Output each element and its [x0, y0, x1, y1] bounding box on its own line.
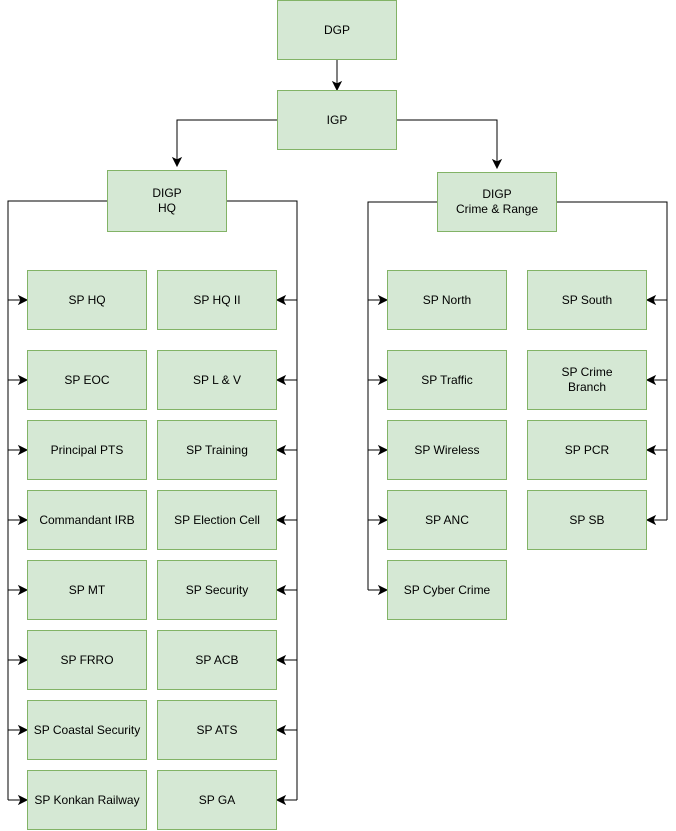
- node-sp-ats: SP ATS: [157, 700, 277, 760]
- arrowhead: [645, 444, 657, 456]
- node-sp-mt: SP MT: [27, 560, 147, 620]
- node-commandant-irb: Commandant IRB: [27, 490, 147, 550]
- arrowhead: [377, 374, 389, 386]
- edge-igp-digp-hq: [176, 119, 277, 165]
- node-sp-security: SP Security: [157, 560, 277, 620]
- arrowhead: [171, 156, 183, 168]
- arrowhead: [17, 294, 29, 306]
- bus-cr-left: [367, 201, 437, 590]
- arrowhead: [17, 724, 29, 736]
- arrowhead: [17, 794, 29, 806]
- node-sp-sb: SP SB: [527, 490, 647, 550]
- edge-igp-digp-cr: [397, 119, 498, 167]
- node-sp-hq: SP HQ: [27, 270, 147, 330]
- arrowhead: [331, 80, 343, 92]
- node-sp-ga: SP GA: [157, 770, 277, 830]
- node-sp-pcr: SP PCR: [527, 420, 647, 480]
- node-sp-south: SP South: [527, 270, 647, 330]
- arrowhead: [275, 444, 287, 456]
- arrowhead: [275, 374, 287, 386]
- arrowhead: [275, 294, 287, 306]
- node-digp-crime-range: DIGP Crime & Range: [437, 172, 557, 232]
- node-principal-pts: Principal PTS: [27, 420, 147, 480]
- arrowhead: [275, 724, 287, 736]
- node-sp-frro: SP FRRO: [27, 630, 147, 690]
- node-igp: IGP: [277, 90, 397, 150]
- arrowhead: [275, 654, 287, 666]
- arrowhead: [645, 294, 657, 306]
- arrowhead: [17, 444, 29, 456]
- arrowhead: [645, 514, 657, 526]
- arrowhead: [275, 514, 287, 526]
- node-sp-traffic: SP Traffic: [387, 350, 507, 410]
- arrowhead: [377, 294, 389, 306]
- node-sp-wireless: SP Wireless: [387, 420, 507, 480]
- node-sp-coastal-security: SP Coastal Security: [27, 700, 147, 760]
- node-sp-cyber-crime: SP Cyber Crime: [387, 560, 507, 620]
- node-sp-l-and-v: SP L & V: [157, 350, 277, 410]
- node-sp-anc: SP ANC: [387, 490, 507, 550]
- arrowhead: [377, 584, 389, 596]
- node-dgp: DGP: [277, 0, 397, 60]
- arrowhead: [377, 444, 389, 456]
- node-sp-training: SP Training: [157, 420, 277, 480]
- arrowhead: [275, 794, 287, 806]
- arrowhead: [17, 654, 29, 666]
- arrowhead: [275, 584, 287, 596]
- arrowhead: [17, 514, 29, 526]
- arrowhead: [377, 514, 389, 526]
- node-sp-crime-branch: SP Crime Branch: [527, 350, 647, 410]
- arrowhead: [491, 158, 503, 170]
- node-sp-acb: SP ACB: [157, 630, 277, 690]
- arrowhead: [17, 584, 29, 596]
- node-sp-north: SP North: [387, 270, 507, 330]
- node-digp-hq: DIGP HQ: [107, 170, 227, 232]
- bus-hq-left: [7, 200, 107, 800]
- arrowhead: [17, 374, 29, 386]
- bus-cr-right: [557, 201, 668, 520]
- arrowhead: [645, 374, 657, 386]
- node-sp-hq-ii: SP HQ II: [157, 270, 277, 330]
- bus-hq-right: [227, 200, 298, 800]
- node-sp-eoc: SP EOC: [27, 350, 147, 410]
- node-sp-election-cell: SP Election Cell: [157, 490, 277, 550]
- node-sp-konkan-railway: SP Konkan Railway: [27, 770, 147, 830]
